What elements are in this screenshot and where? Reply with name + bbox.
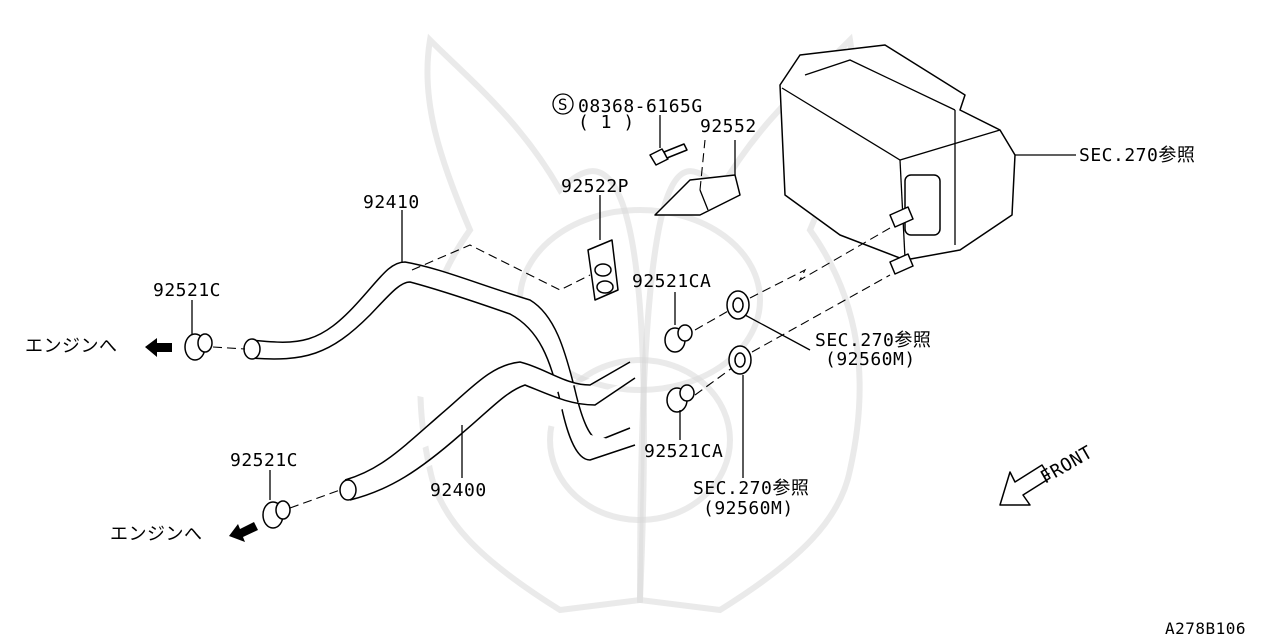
clamp-92521CA-top[interactable]: [664, 292, 693, 353]
label-92522P: 92522P: [561, 176, 629, 197]
label-ref-heater-unit: SEC.270参照: [1079, 145, 1195, 166]
hose-92400[interactable]: [339, 361, 636, 501]
grommet-92560M-top[interactable]: [726, 290, 811, 351]
label-front: FRONT: [1037, 442, 1097, 489]
clamp-92521C-top[interactable]: [184, 300, 213, 361]
label-92410: 92410: [363, 192, 420, 213]
clamp-92521CA-bottom[interactable]: [666, 384, 695, 440]
label-ref-grommet-bottom-part: (92560M): [703, 498, 794, 519]
arrow-to-engine-top: [145, 338, 172, 357]
label-92521CA-top: 92521CA: [632, 271, 711, 292]
label-ref-grommet-bottom: SEC.270参照: [693, 478, 809, 499]
figure-code: A278B106: [1165, 619, 1246, 638]
bracket-92552[interactable]: [654, 140, 741, 216]
label-92521CA-bottom: 92521CA: [644, 441, 723, 462]
grommet-92560M-bottom[interactable]: [728, 345, 752, 478]
label-ref-grommet-top-part: (92560M): [825, 349, 916, 370]
label-engine-top: エンジンへ: [25, 336, 118, 357]
label-92521C-bottom: 92521C: [230, 450, 298, 471]
heater-unit[interactable]: [779, 44, 1076, 275]
clamp-92521C-bottom[interactable]: [262, 470, 291, 529]
label-92400: 92400: [430, 480, 487, 501]
front-direction-arrow: [999, 464, 1051, 506]
standard-part-symbol: S: [552, 93, 574, 115]
label-engine-bottom: エンジンへ: [110, 524, 203, 545]
clip-92522P[interactable]: [587, 195, 619, 301]
standard-part-symbol-letter: S: [558, 95, 568, 114]
label-92521C-top: 92521C: [153, 280, 221, 301]
label-ref-grommet-top: SEC.270参照: [815, 330, 931, 351]
label-92552: 92552: [700, 116, 757, 137]
assembly-dash-lines: [212, 139, 891, 509]
label-bolt-qty: ( 1 ): [578, 112, 635, 133]
label-bolt-spec: 08368-6165G: [578, 96, 703, 117]
bolt-08368-6165G[interactable]: [649, 115, 688, 166]
arrow-to-engine-bottom: [229, 522, 258, 542]
